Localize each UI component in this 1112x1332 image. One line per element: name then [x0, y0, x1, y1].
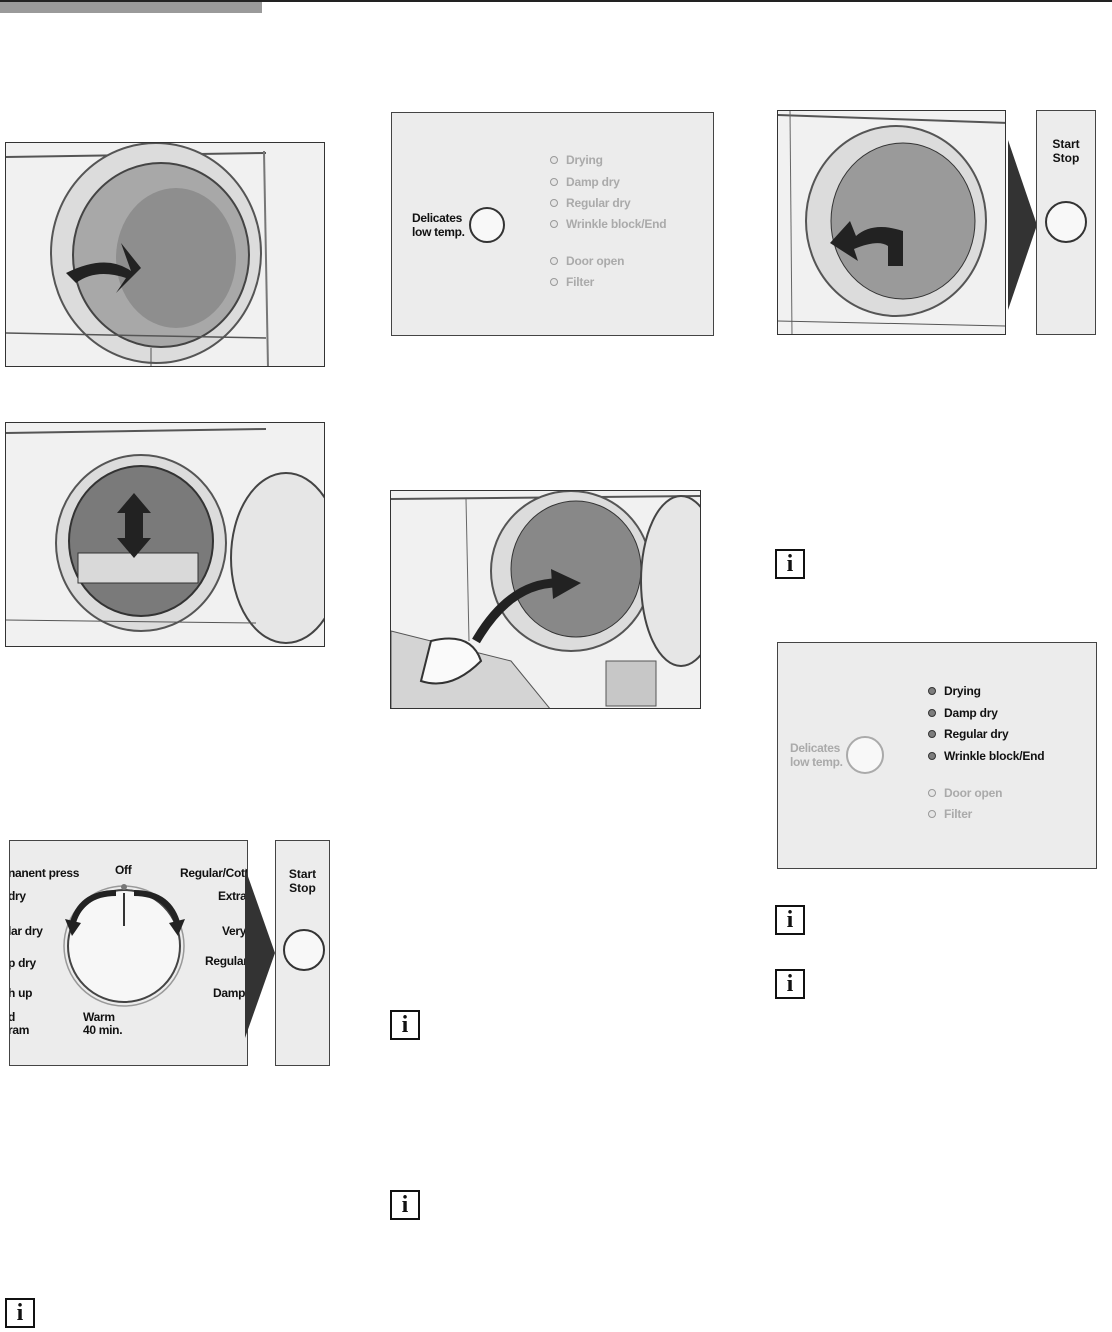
display-panel-1: Delicates low temp. Drying Damp dry Regu… — [391, 112, 714, 336]
stop-label: Stop — [289, 881, 316, 895]
led-drying: Drying — [550, 153, 603, 167]
led-filter-2: Filter — [928, 807, 972, 821]
start-stop-button[interactable] — [283, 929, 325, 971]
page-header-rule — [0, 0, 1112, 2]
dial-label-left-5: h up — [9, 986, 33, 1000]
start-label-2: Start — [1052, 137, 1080, 151]
dial-label-right-1: Regular/Cott — [180, 866, 248, 880]
led-damp-dry: Damp dry — [550, 175, 620, 189]
info-icon: i — [775, 969, 805, 999]
led-filter: Filter — [550, 275, 594, 289]
dial-label-right-2: Extra d — [218, 889, 247, 903]
dial-label-bottom-1: Warm — [83, 1010, 115, 1024]
dial-label-left-3: lar dry — [9, 924, 43, 938]
dial-label-bottom-2: 40 min. — [83, 1023, 123, 1037]
info-icon: i — [775, 549, 805, 579]
delicates-label-2: Delicates low temp. — [790, 741, 843, 769]
dial-label-right-3: Very — [222, 924, 247, 938]
dial-label-left-6: d — [10, 1010, 15, 1024]
page-header-tab — [0, 2, 262, 13]
arrow-right-icon-2 — [1008, 140, 1037, 310]
led-damp-dry-2: Damp dry — [928, 706, 998, 720]
info-icon: i — [775, 905, 805, 935]
start-stop-panel-2: Start Stop — [1036, 110, 1096, 335]
door-open-illustration — [5, 142, 325, 367]
info-icon: i — [390, 1190, 420, 1220]
dial-label-left-2: dry — [9, 889, 26, 903]
filter-illustration — [5, 422, 325, 647]
stop-label-2: Stop — [1052, 151, 1080, 165]
arrow-right-icon — [245, 868, 275, 1038]
dial-label-right-4: Regular — [205, 954, 248, 968]
info-icon: i — [390, 1010, 420, 1040]
program-dial-panel: Off nanent press dry lar dry p dry h up … — [9, 840, 248, 1066]
dial-label-left-4: p dry — [9, 956, 36, 970]
start-label: Start — [288, 867, 317, 881]
info-icon: i — [5, 1298, 35, 1328]
dial-label-left-7: ram — [9, 1023, 30, 1037]
program-dial-knob[interactable] — [10, 841, 248, 1066]
delicates-label: Delicates low temp. — [412, 211, 465, 239]
delicates-button[interactable] — [469, 207, 505, 243]
start-stop-panel: Start Stop — [275, 840, 330, 1066]
dial-label-off: Off — [115, 863, 132, 877]
load-laundry-illustration — [390, 490, 701, 709]
display-panel-2: Delicates low temp. Drying Damp dry Regu… — [777, 642, 1097, 869]
led-door-open: Door open — [550, 254, 624, 268]
led-wrinkle-block-2: Wrinkle block/End — [928, 749, 1045, 763]
dial-label-right-5: Damp — [213, 986, 246, 1000]
start-stop-button-2[interactable] — [1045, 201, 1087, 243]
delicates-button-2[interactable] — [846, 736, 884, 774]
led-wrinkle-block: Wrinkle block/End — [550, 217, 667, 231]
led-regular-dry-2: Regular dry — [928, 727, 1009, 741]
led-door-open-2: Door open — [928, 786, 1002, 800]
led-drying-2: Drying — [928, 684, 981, 698]
led-regular-dry: Regular dry — [550, 196, 631, 210]
dial-label-left-1: nanent press — [9, 866, 80, 880]
close-door-illustration — [777, 110, 1006, 335]
